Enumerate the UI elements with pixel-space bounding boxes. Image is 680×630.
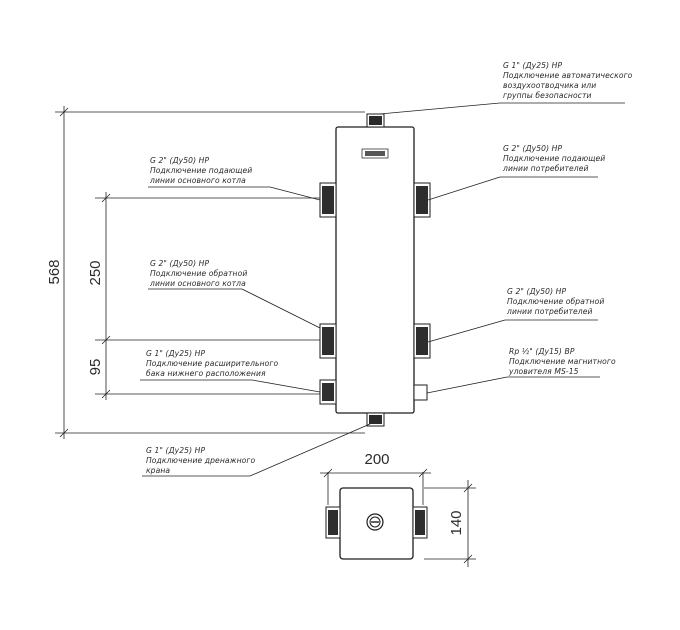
supply-consumer-line2: линии потребителей (502, 164, 589, 173)
supply-boiler-line1: Подключение подающей (150, 166, 252, 175)
callout-return-boiler: G 2" (Ду50) НР Подключение обратной лини… (149, 259, 247, 288)
callout-magnetic-trap: Rp ½" (Ду15) ВР Подключение магнитного у… (508, 347, 616, 376)
supply-consumer-line1: Подключение подающей (503, 154, 605, 163)
magnetic-trap-spec: Rp ½" (Ду15) ВР (509, 347, 575, 356)
return-consumer-line2: линии потребителей (506, 307, 593, 316)
right-upper-nozzle (413, 182, 431, 218)
top-vent-spec: G 1" (Ду25) НР (503, 61, 562, 70)
return-consumer-line1: Подключение обратной (507, 297, 604, 306)
drain-port-icon (366, 412, 385, 427)
top-vent-line1: Подключение автоматического (503, 71, 633, 80)
dim-depth: 140 (448, 510, 465, 535)
left-upper-nozzle (319, 182, 337, 218)
dim-height-total: 568 (46, 259, 63, 284)
front-view (319, 113, 431, 427)
left-lower-nozzle (319, 379, 337, 405)
callout-leaders (140, 102, 625, 477)
supply-boiler-line2: линии основного котла (149, 176, 246, 185)
top-outlet-port-icon (366, 113, 385, 128)
magnetic-trap-line2: уловителя MS-15 (508, 367, 579, 376)
return-boiler-line2: линии основного котла (149, 279, 246, 288)
supply-boiler-spec: G 2" (Ду50) НР (150, 156, 209, 165)
return-boiler-spec: G 2" (Ду50) НР (150, 259, 209, 268)
expansion-tank-spec: G 1" (Ду25) НР (146, 349, 205, 358)
brand-logo-icon (361, 148, 389, 159)
drain-spec: G 1" (Ду25) НР (146, 446, 205, 455)
top-view: 200 140 (320, 451, 476, 567)
return-consumer-spec: G 2" (Ду50) НР (507, 287, 566, 296)
dimension-lines: 568 250 95 (46, 106, 365, 439)
left-middle-nozzle (319, 323, 337, 359)
top-vent-line2: воздухоотводчика или (503, 81, 596, 90)
expansion-tank-line2: бака нижнего расположения (146, 369, 266, 378)
return-boiler-line1: Подключение обратной (150, 269, 247, 278)
dim-spacing-lower: 95 (87, 359, 104, 376)
top-vent-line3: группы безопасности (503, 91, 592, 100)
callout-return-consumer: G 2" (Ду50) НР Подключение обратной лини… (506, 287, 604, 316)
drain-line1: Подключение дренажного (146, 456, 255, 465)
callout-supply-consumer: G 2" (Ду50) НР Подключение подающей лини… (502, 144, 605, 173)
magnetic-trap-line1: Подключение магнитного (509, 357, 616, 366)
right-middle-nozzle (413, 323, 431, 359)
callout-expansion-tank: G 1" (Ду25) НР Подключение расширительно… (146, 349, 278, 378)
callout-drain: G 1" (Ду25) НР Подключение дренажного кр… (146, 446, 255, 475)
callout-top-vent: G 1" (Ду25) НР Подключение автоматическо… (503, 61, 633, 100)
supply-consumer-spec: G 2" (Ду50) НР (503, 144, 562, 153)
dim-width: 200 (364, 451, 389, 468)
drain-line2: крана (146, 466, 170, 475)
callout-supply-boiler: G 2" (Ду50) НР Подключение подающей лини… (149, 156, 252, 185)
expansion-tank-line1: Подключение расширительного (146, 359, 278, 368)
separator-body (335, 126, 415, 414)
dim-spacing-upper: 250 (87, 260, 104, 285)
right-small-port (413, 384, 428, 401)
